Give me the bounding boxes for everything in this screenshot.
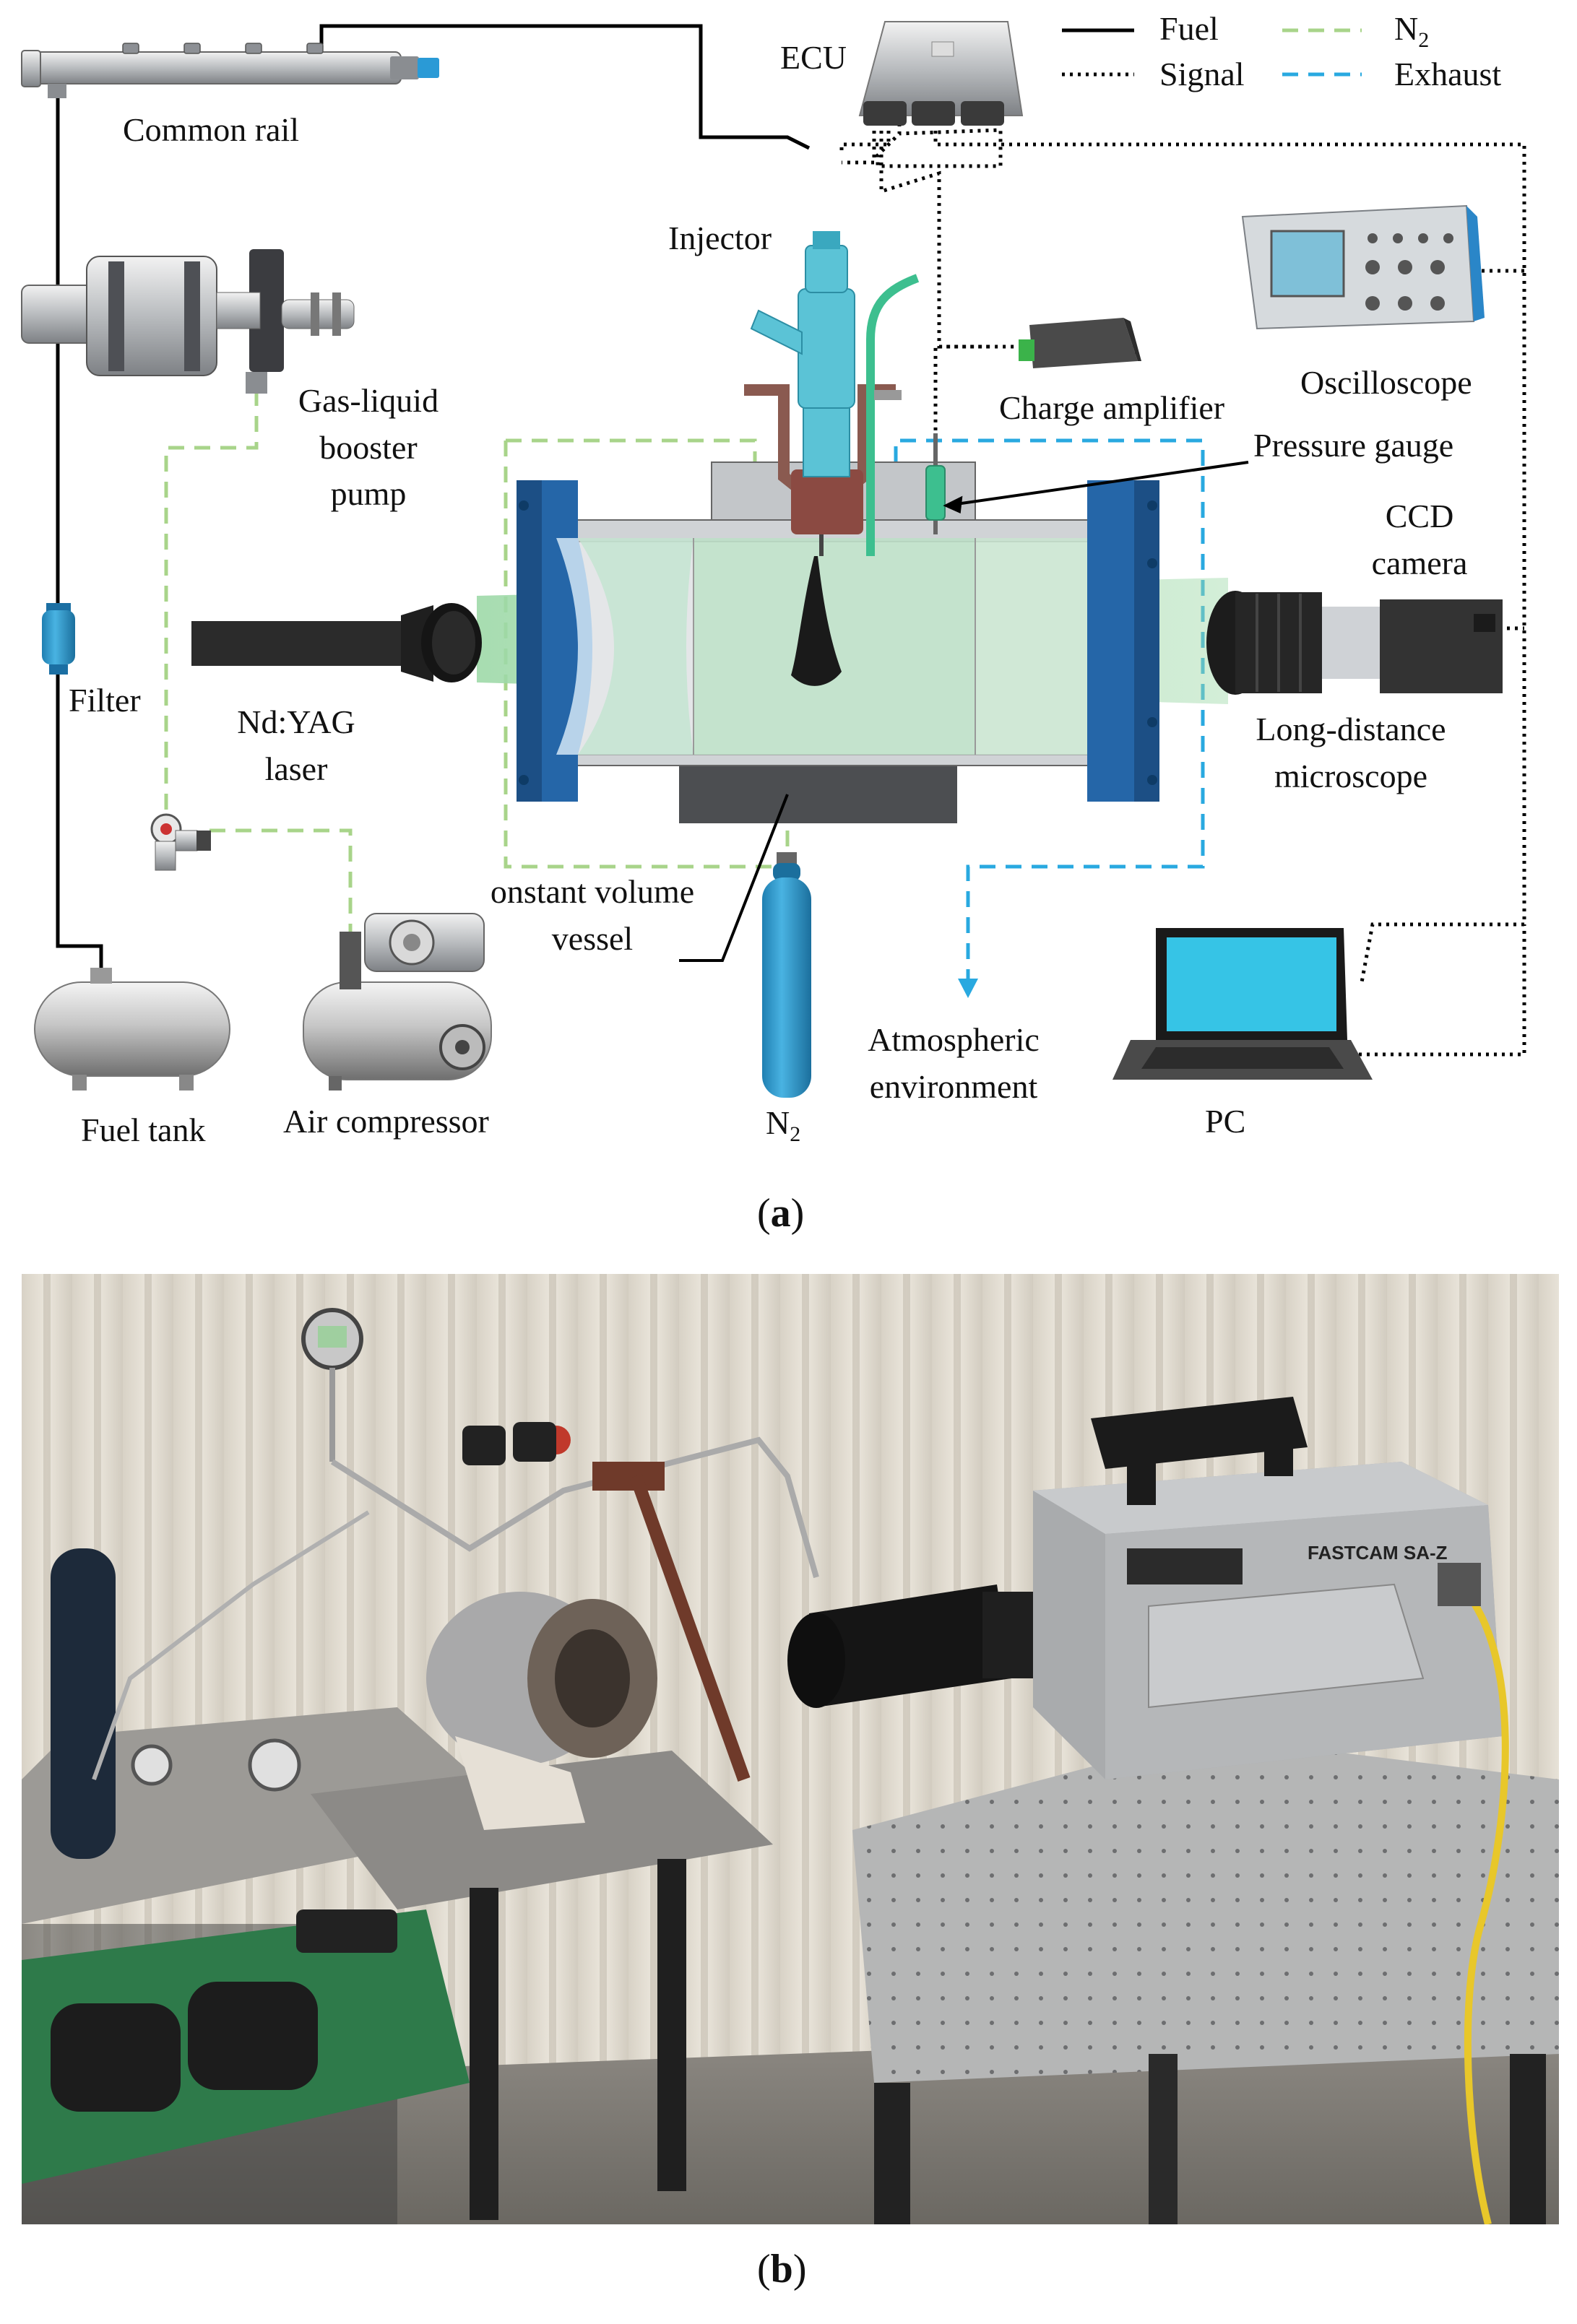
pressure-gauge-sensor	[925, 433, 946, 534]
common-rail	[21, 43, 439, 98]
nd-yag-laser	[191, 603, 482, 682]
label-common-rail: Common rail	[123, 111, 300, 148]
exhaust-arrow-icon	[958, 979, 978, 998]
label-ccd-camera: CCD camera	[1371, 498, 1468, 581]
ecu	[858, 21, 1024, 126]
legend-fuel: Fuel	[1159, 10, 1219, 47]
lab-photograph: FASTCAM SA-Z	[22, 1274, 1559, 2224]
label-pressure-gauge: Pressure gauge	[1253, 427, 1454, 464]
panel-label-b: (b)	[757, 2247, 807, 2292]
oscilloscope	[1241, 204, 1485, 330]
label-nd-yag-laser: Nd:YAG laser	[237, 703, 355, 787]
camera-brand-text: FASTCAM SA-Z	[1308, 1542, 1448, 1564]
spray-plume-icon	[791, 556, 842, 686]
fuel-lines	[56, 24, 811, 982]
photo-illustration: FASTCAM SA-Z	[22, 1274, 1559, 2224]
legend-n2: N2	[1394, 10, 1430, 53]
label-gas-liquid-booster-pump: Gas-liquid booster pump	[298, 382, 439, 513]
charge-amplifier	[1019, 318, 1141, 368]
injector	[744, 231, 896, 556]
schematic-diagram	[21, 21, 1526, 1098]
constant-volume-vessel	[517, 461, 1159, 823]
label-constant-volume-vessel: onstant volume vessel	[490, 873, 695, 957]
label-oscilloscope: Oscilloscope	[1300, 364, 1472, 401]
legend-exhaust: Exhaust	[1394, 56, 1502, 92]
pointer-lines	[679, 461, 1249, 962]
pc-laptop	[1112, 928, 1373, 1080]
legend-swatches	[1062, 28, 1362, 77]
label-ecu: ECU	[780, 39, 847, 76]
filter	[42, 603, 75, 675]
label-atmospheric-environment: Atmospheric environment	[868, 1021, 1040, 1105]
n2-intake-pipe	[866, 274, 920, 556]
label-pc: PC	[1205, 1103, 1246, 1140]
label-n2-bottle: N2	[766, 1104, 801, 1147]
fuel-tank	[34, 968, 230, 1091]
n2-bottle	[762, 852, 811, 1098]
label-filter: Filter	[69, 682, 141, 719]
pressure-regulator	[150, 813, 211, 871]
label-air-compressor: Air compressor	[283, 1103, 489, 1140]
ccd-camera	[1206, 591, 1503, 695]
label-fuel-tank: Fuel tank	[81, 1111, 206, 1148]
signal-lines	[839, 116, 1526, 1057]
label-injector: Injector	[668, 220, 772, 256]
legend-signal: Signal	[1159, 56, 1245, 92]
label-charge-amplifier: Charge amplifier	[999, 389, 1225, 426]
air-compressor	[303, 913, 492, 1091]
gas-liquid-booster-pump	[21, 249, 355, 394]
label-long-distance-microscope: Long-distance microscope	[1256, 711, 1446, 794]
panel-label-a: (a)	[757, 1191, 805, 1236]
